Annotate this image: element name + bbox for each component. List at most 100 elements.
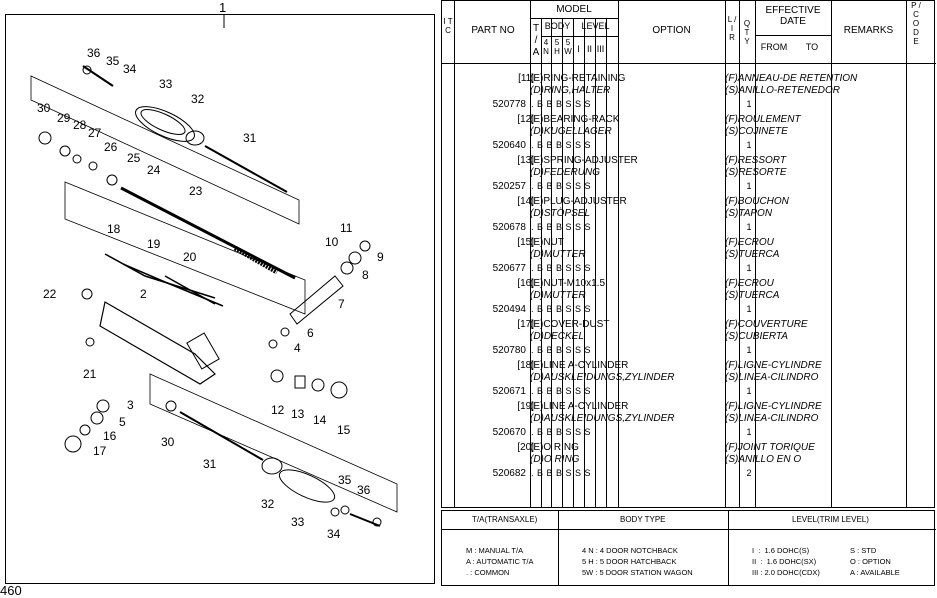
row-option-german: (D)MUTTER [530, 249, 586, 260]
row-part-number: 520671 [492, 386, 526, 397]
callout-30-lower: 30 [161, 435, 175, 449]
row-option-spanish: (S)TAPON [725, 208, 773, 219]
row-option-english: (E)SPRING-ADJUSTER [530, 155, 638, 166]
row-model-marks: . B B B S S S [531, 345, 592, 355]
row-option-german: (D)FEDERUNG [530, 167, 600, 178]
row-option-english: (E)O RING [530, 442, 579, 453]
row-option-spanish: (S)LINEA-CILINDRO [725, 372, 819, 383]
row-model-marks: . B B B S S S [531, 99, 592, 109]
callout-33-upper: 33 [159, 77, 173, 91]
row-option-german: (D)DECKEL [530, 331, 584, 342]
legend-level-3: III : 2.0 DOHC(CDX) [752, 568, 820, 577]
header-level-3: III [596, 44, 605, 54]
callout-8: 8 [362, 268, 369, 282]
header-t: T [532, 23, 540, 34]
row-option-english: (E)LINE A-CYLINDER [530, 360, 629, 371]
row-part-number: 520780 [492, 345, 526, 356]
header-option: OPTION [652, 25, 691, 36]
callout-36-lower: 36 [357, 483, 371, 497]
callout-31-upper: 31 [243, 131, 257, 145]
header-pcode: P / C O D E [911, 1, 921, 46]
row-model-marks: . B B B S S S [531, 468, 592, 478]
legend-available: A : AVAILABLE [850, 568, 900, 577]
row-model-marks: . B B B S S S [531, 304, 592, 314]
header-level-1: I [577, 44, 580, 54]
row-model-marks: . B B B S S S [531, 222, 592, 232]
callout-36-upper: 36 [87, 46, 101, 60]
callout-9: 9 [377, 250, 384, 264]
row-option-english: (E)NUT [530, 237, 564, 248]
row-option-german: (D)STÖPSEL [530, 208, 591, 219]
row-option-french: (F)ECROU [725, 237, 774, 248]
header-model: MODEL [556, 4, 592, 15]
row-model-marks: . B B B S S S [531, 263, 592, 273]
header-body-4n: 4 N [543, 38, 549, 56]
row-option-french: (F)COUVERTURE [725, 319, 808, 330]
header-remarks: REMARKS [843, 25, 894, 36]
header-a: A [532, 47, 540, 58]
callout-24: 24 [147, 163, 161, 177]
callout-3: 3 [127, 398, 134, 412]
row-option-spanish: (S)CUBIERTA [725, 331, 788, 342]
row-option-spanish: (S)ANILLO-RETENEDOR [725, 85, 841, 96]
row-option-spanish: (S)TUERCA [725, 249, 780, 260]
legend-option: O : OPTION [850, 557, 891, 566]
row-quantity: 1 [746, 263, 752, 273]
callout-32-upper: 32 [191, 92, 205, 106]
legend-ta-manual: M : MANUAL T/A [466, 546, 524, 555]
row-quantity: 1 [746, 99, 752, 109]
row-position: [11] [518, 73, 534, 84]
row-part-number: 520778 [492, 99, 526, 110]
row-option-english: (E)COVER-DUST [530, 319, 610, 330]
row-option-german: (D)KUGELLAGER [530, 126, 612, 137]
callout-28: 28 [73, 118, 87, 132]
legend-body-4n: 4 N : 4 DOOR NOTCHBACK [582, 546, 678, 555]
legend-header-body: BODY TYPE [620, 515, 666, 524]
callout-15: 15 [337, 423, 351, 437]
callout-32-lower: 32 [261, 497, 275, 511]
steering-gear-exploded-diagram: 36 35 34 33 32 31 30 29 28 27 26 25 24 2… [30, 14, 398, 541]
row-model-marks: . B B B S S S [531, 181, 592, 191]
row-quantity: 1 [746, 304, 752, 314]
row-option-spanish: (S)ANILLO EN O [725, 454, 802, 465]
callout-19: 19 [147, 237, 161, 251]
row-part-number: 520494 [492, 304, 526, 315]
callout-16: 16 [103, 429, 117, 443]
row-option-german: (D)RING,HALTER [530, 85, 611, 96]
row-option-english: (E)PLUG-ADJUSTER [530, 196, 627, 207]
row-option-french: (F)LIGNE-CYLINDRE [725, 401, 822, 412]
row-option-german: (D)AUSKLEIDUNGS,ZYLINDER [530, 413, 675, 424]
row-option-spanish: (S)COJINETE [725, 126, 788, 137]
callout-4: 4 [294, 341, 301, 355]
row-option-french: (F)JOINT TORIQUE [725, 442, 815, 453]
callout-26: 26 [104, 140, 118, 154]
row-quantity: 2 [746, 468, 752, 478]
row-option-english: (E)LINE A-CYLINDER [530, 401, 629, 412]
row-part-number: 520677 [492, 263, 526, 274]
header-lir: L / I R [727, 15, 737, 42]
header-qty: Q T Y [743, 19, 751, 46]
legend-body-5h: 5 H : 5 DOOR HATCHBACK [582, 557, 677, 566]
header-body-5h: 5 H [554, 38, 560, 56]
callout-5: 5 [119, 415, 126, 429]
row-quantity: 1 [746, 140, 752, 150]
row-position: [13] [517, 155, 534, 166]
row-position: [18] [517, 360, 534, 371]
callout-35-lower: 35 [338, 473, 352, 487]
row-quantity: 1 [746, 386, 752, 396]
callout-27: 27 [88, 126, 102, 140]
row-option-spanish: (S)RESORTE [725, 167, 787, 178]
row-position: [17] [517, 319, 534, 330]
callout-29: 29 [57, 111, 71, 125]
header-part-no: PART NO [471, 25, 515, 36]
row-option-german: (D)MUTTER [530, 290, 586, 301]
legend-std: S : STD [850, 546, 877, 555]
row-part-number: 520257 [492, 181, 526, 192]
callout-33-lower: 33 [291, 515, 305, 529]
callout-11: 11 [340, 221, 353, 235]
row-option-french: (F)LIGNE-CYLINDRE [725, 360, 822, 371]
legend-ta-auto: A : AUTOMATIC T/A [466, 557, 534, 566]
callout-18: 18 [107, 222, 121, 236]
callout-25: 25 [127, 151, 141, 165]
parts-table: I T C PART NO MODEL T / A BODY 4 N 5 H 5… [441, 0, 936, 508]
